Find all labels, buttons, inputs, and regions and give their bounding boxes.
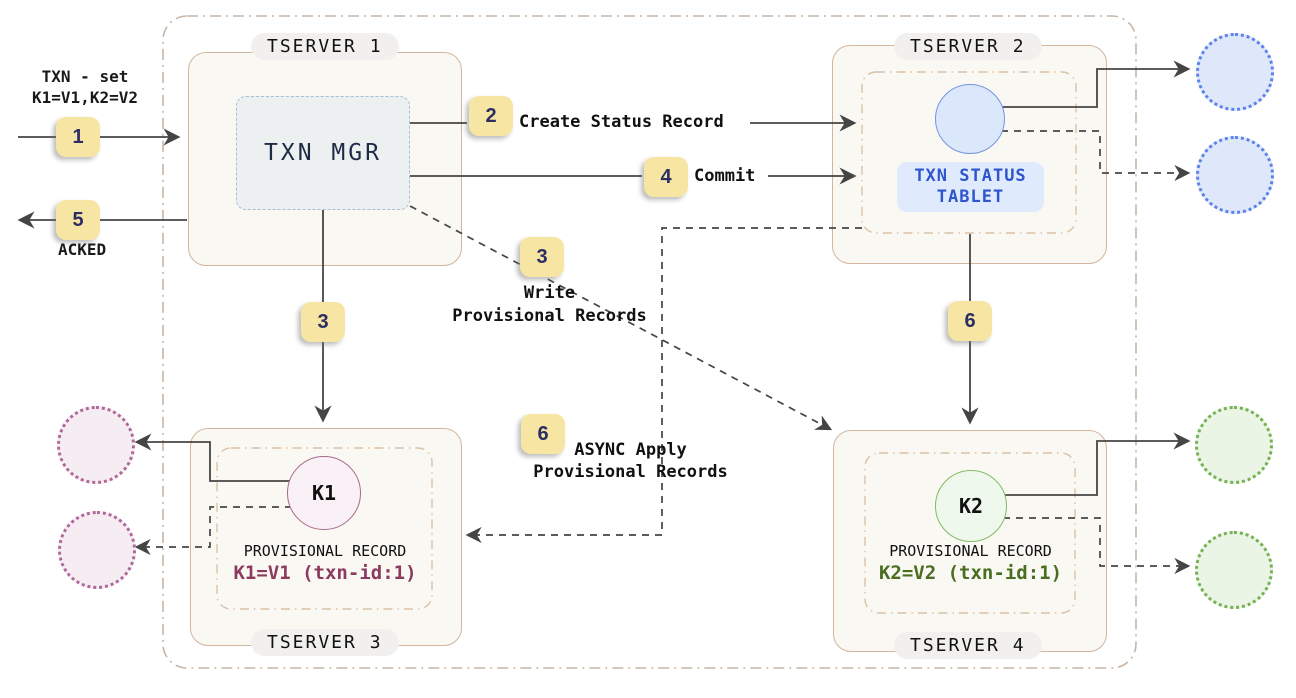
tserver2-box [832,45,1107,264]
txn-mgr-node: TXN MGR [236,96,410,210]
step-badge-2: 2 [469,96,513,136]
write-provisional-label-line2: Provisional Records [452,306,647,326]
ack-label: ACKED [58,240,107,259]
tserver4-label: TSERVER 4 [894,632,1042,659]
txn-status-tablet-label-line1: TXN STATUS [914,165,1027,186]
k1-label: K1 [311,481,337,505]
tserver3-record-title: PROVISIONAL RECORD [243,542,407,560]
tserver3-label: TSERVER 3 [251,629,399,656]
async-apply-label-line1: ASYNC Apply [574,440,687,460]
tserver2-label: TSERVER 2 [894,33,1042,60]
k2-label: K2 [958,494,984,518]
k2-tablet-circle: K2 [935,470,1007,542]
tserver3-replica-node-1 [57,406,135,484]
txn-status-tablet-circle [935,84,1005,154]
client-request-line1: TXN - set [41,67,129,86]
tserver4-provisional-record: PROVISIONAL RECORD K2=V2 (txn-id:1) [858,541,1083,587]
tserver4-record-value: K2=V2 (txn-id:1) [878,562,1063,585]
client-request-line2: K1=V1,K2=V2 [32,88,138,107]
commit-label: Commit [694,166,756,186]
tserver1-label: TSERVER 1 [251,33,399,60]
step-badge-4: 4 [644,157,688,197]
step-badge-5: 5 [56,200,100,240]
async-apply-label-line2: Provisional Records [533,462,728,482]
tserver4-replica-node-2 [1195,531,1273,609]
tserver2-replica-node-1 [1196,33,1274,111]
txn-status-tablet-node: TXN STATUS TABLET [897,162,1044,212]
txn-status-tablet-label-line2: TABLET [936,187,1005,207]
tserver3-provisional-record: PROVISIONAL RECORD K1=V1 (txn-id:1) [210,541,440,587]
tserver4-record-title: PROVISIONAL RECORD [889,542,1052,560]
write-provisional-label-line1: Write [523,283,576,303]
step-badge-3-diagonal: 3 [520,237,564,277]
k1-tablet-circle: K1 [287,456,361,530]
tserver3-record-value: K1=V1 (txn-id:1) [233,562,417,585]
step-badge-6-vertical: 6 [948,301,992,341]
create-status-record-label: Create Status Record [519,112,724,132]
tserver3-replica-node-2 [58,511,136,589]
step-badge-1: 1 [56,117,100,157]
tserver4-replica-node-1 [1195,406,1273,484]
tserver2-replica-node-2 [1196,136,1274,214]
step-badge-3-vertical: 3 [301,302,345,342]
txn-mgr-label: TXN MGR [264,140,382,166]
